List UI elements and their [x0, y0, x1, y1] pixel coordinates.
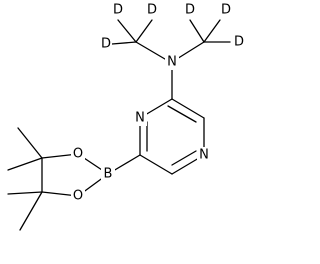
bond-c2-d-topright: [203, 19, 221, 43]
label-bg-d-topcenter-left: [146, 2, 158, 18]
atom-d-topcenter-right: D: [185, 3, 195, 18]
atom-b: B: [104, 167, 113, 182]
atom-n-ring-lower: N: [199, 148, 209, 163]
atom-o-upper: O: [73, 147, 83, 162]
molecule-structure-diagram: D D D D D D N N N B O O: [7, 2, 245, 231]
bond-methyl-lower-2: [19, 191, 43, 231]
atom-labels: D D D D D D N N N B O O: [71, 2, 245, 204]
bond-c1-d-left: [111, 41, 137, 45]
label-bg-d-topcenter-right: [184, 2, 196, 18]
bonds: [7, 19, 231, 231]
label-bg-d-left: [100, 36, 112, 52]
label-bg-n-amine: [165, 54, 179, 70]
label-bg-n-ring-upper: [133, 110, 147, 126]
bond-ring-n4-c5-double: [171, 150, 197, 166]
label-bg-o-upper: [71, 146, 85, 162]
bond-methyl-upper-2: [7, 157, 43, 171]
atom-n-amine: N: [167, 55, 177, 70]
bond-methyl-upper-1: [17, 127, 43, 159]
label-bg-n-ring-lower: [197, 147, 211, 163]
bond-c1-d-topleft: [117, 19, 137, 43]
bond-ring-c5-c6: [139, 154, 173, 175]
label-bg-o-lower: [71, 188, 85, 204]
bond-methyl-lower-1: [7, 191, 43, 195]
atom-d-left: D: [101, 37, 111, 52]
atom-n-ring-upper: N: [135, 111, 145, 126]
label-bg-d-right: [233, 34, 245, 50]
atom-o-lower: O: [73, 189, 83, 204]
bond-ring-c2-c3-double: [167, 105, 197, 123]
label-bg-d-topright: [220, 2, 232, 18]
bond-ring-c2-c3: [171, 98, 205, 119]
label-bg-d-topleft: [112, 2, 124, 18]
bond-c1-n: [135, 41, 171, 63]
atom-d-topcenter-left: D: [147, 3, 157, 18]
atom-d-right: D: [234, 35, 244, 50]
atom-d-topleft: D: [113, 3, 123, 18]
atom-d-topright: D: [221, 3, 231, 18]
label-bg-b: [101, 166, 115, 182]
bond-c1-d-topcenter: [135, 19, 153, 43]
bond-c2-d-topcenter: [189, 19, 205, 43]
